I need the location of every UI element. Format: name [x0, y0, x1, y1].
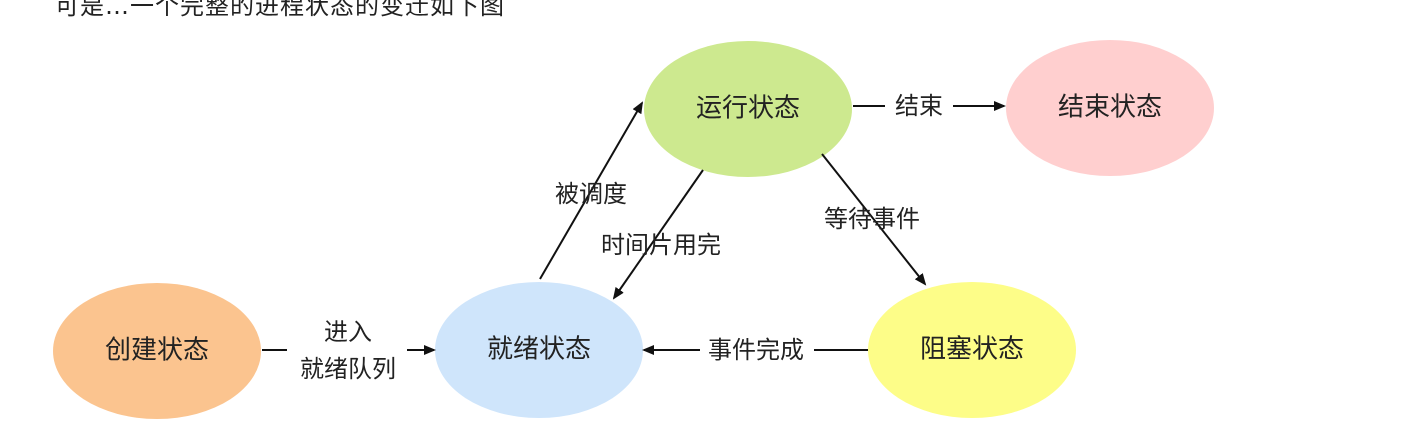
node-running: 运行状态 — [644, 41, 852, 177]
node-ready-label: 就绪状态 — [487, 335, 591, 365]
node-created: 创建状态 — [53, 283, 261, 419]
edge-ready-to-running: 被调度 — [539, 101, 644, 280]
edge-running-to-blocked-line — [821, 153, 927, 286]
edge-running-to-ready-label: 时间片用完 — [601, 231, 721, 259]
edge-running-to-ready: 时间片用完 — [601, 169, 721, 300]
node-finished-shape — [1006, 40, 1214, 176]
edge-blocked-to-ready-label: 事件完成 — [708, 336, 804, 364]
node-running-label: 运行状态 — [696, 94, 800, 124]
node-blocked-label: 阻塞状态 — [920, 335, 1024, 365]
edge-created-to-ready-label-line1: 进入 — [324, 318, 372, 346]
node-ready: 就绪状态 — [435, 282, 643, 418]
node-created-shape — [53, 283, 261, 419]
node-created-label: 创建状态 — [105, 336, 209, 366]
node-ready-shape — [435, 282, 643, 418]
edge-blocked-to-ready: 事件完成 — [642, 336, 868, 364]
edge-ready-to-running-label: 被调度 — [555, 180, 627, 208]
edge-running-to-finished: 结束 — [853, 92, 1006, 120]
edge-running-to-blocked: 等待事件 — [821, 153, 927, 286]
edge-running-to-blocked-label: 等待事件 — [824, 205, 920, 233]
edge-ready-to-running-line — [539, 101, 644, 280]
node-finished-label: 结束状态 — [1058, 93, 1162, 123]
page-heading-partial: 可是…一个完整的进程状态的变迁如下图 — [55, 0, 505, 20]
node-finished: 结束状态 — [1006, 40, 1214, 176]
edge-created-to-ready-label-line2: 就绪队列 — [300, 355, 396, 383]
edge-running-to-ready-line — [612, 169, 704, 300]
edge-running-to-finished-label: 结束 — [895, 92, 943, 120]
edge-created-to-ready: 进入 就绪队列 — [262, 318, 436, 383]
node-blocked-shape — [868, 282, 1076, 418]
node-running-shape — [644, 41, 852, 177]
node-blocked: 阻塞状态 — [868, 282, 1076, 418]
